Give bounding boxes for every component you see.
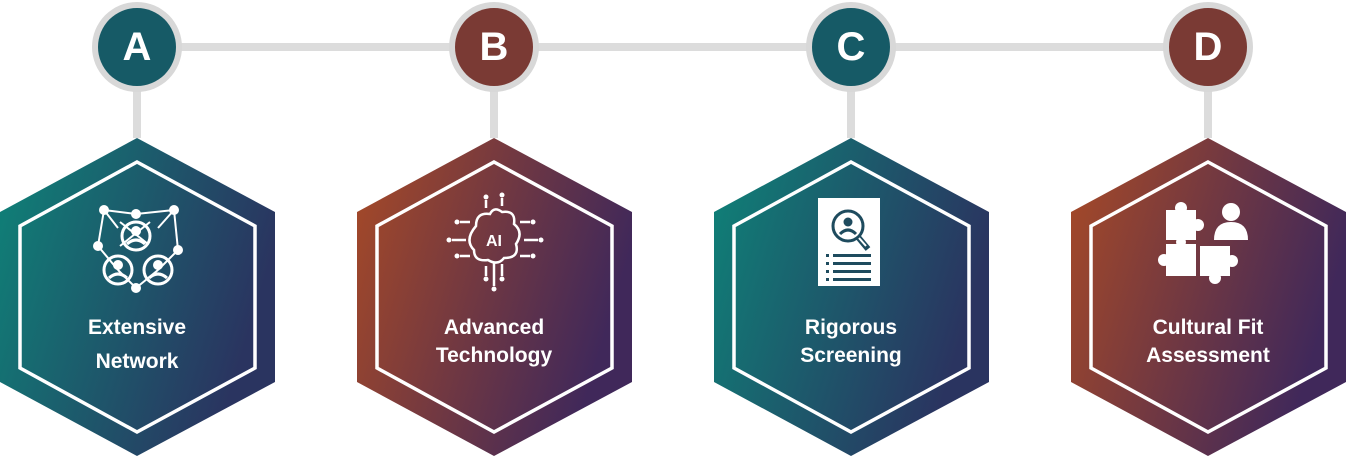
puzzle-person-icon	[1158, 202, 1248, 284]
network-people-icon	[93, 205, 183, 293]
step-c-title-line2: Screening	[800, 344, 902, 367]
step-d-hexagon	[1071, 138, 1346, 456]
step-a	[0, 2, 275, 456]
step-a-letter: A	[122, 25, 152, 69]
ai-icon-text: AI	[486, 233, 502, 250]
ai-brain-icon	[446, 192, 544, 292]
step-c	[714, 2, 989, 456]
step-b-title: Advanced Technology	[394, 314, 594, 370]
step-b-inner-hexagon	[375, 160, 614, 434]
step-b-title-line1: Advanced	[443, 316, 545, 339]
step-a-title-line2: Network	[95, 350, 179, 373]
step-b-title-line2: Technology	[435, 344, 553, 367]
step-b-badge	[455, 8, 533, 86]
step-a-title: Extensive Network	[37, 314, 237, 376]
step-d	[1071, 2, 1346, 456]
step-a-badge	[98, 8, 176, 86]
step-c-inner-hexagon	[732, 160, 971, 434]
step-d-inner-hexagon	[1089, 160, 1328, 434]
step-c-badge	[812, 8, 890, 86]
step-d-badge	[1169, 8, 1247, 86]
step-a-hexagon	[0, 138, 275, 456]
step-a-inner-hexagon	[18, 160, 257, 434]
step-d-title-line1: Cultural Fit	[1152, 316, 1264, 339]
step-d-title: Cultural Fit Assessment	[1108, 314, 1308, 370]
step-b-hexagon	[357, 138, 632, 456]
step-a-title-line1: Extensive	[87, 316, 187, 339]
document-search-icon	[818, 198, 880, 286]
step-d-title-line2: Assessment	[1146, 344, 1270, 367]
step-c-title-line1: Rigorous	[804, 316, 898, 339]
step-c-letter: C	[836, 25, 866, 69]
step-c-hexagon	[714, 138, 989, 456]
step-b-letter: B	[479, 25, 509, 69]
step-b: AI	[357, 2, 632, 456]
step-c-title: Rigorous Screening	[751, 314, 951, 370]
step-d-letter: D	[1193, 25, 1223, 69]
